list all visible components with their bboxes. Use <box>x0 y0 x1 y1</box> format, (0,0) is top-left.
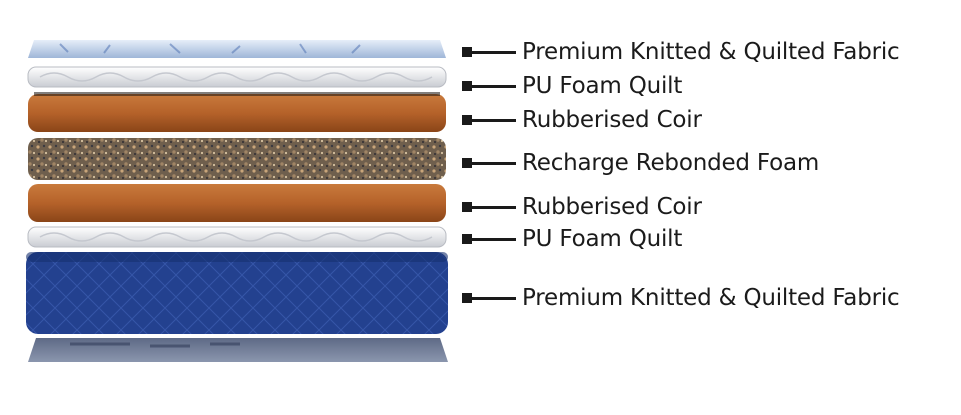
layer-coir-top <box>28 92 446 132</box>
callout-label: PU Foam Quilt <box>522 226 683 252</box>
layer-rebonded <box>28 138 446 180</box>
callout-pu-quilt-top: PU Foam Quilt <box>462 71 682 101</box>
callout-top-fabric: Premium Knitted & Quilted Fabric <box>462 37 900 67</box>
callout-pu-quilt-bottom: PU Foam Quilt <box>462 224 682 254</box>
callout-label: Rubberised Coir <box>522 194 702 220</box>
layer-bottom-fabric <box>26 252 448 362</box>
callout-coir-bottom: Rubberised Coir <box>462 192 702 222</box>
callout-label: Premium Knitted & Quilted Fabric <box>522 285 900 311</box>
callout-marker <box>462 234 472 244</box>
callout-line <box>472 237 516 241</box>
mattress-layers <box>26 40 448 362</box>
callout-line <box>472 50 516 54</box>
callout-label: Recharge Rebonded Foam <box>522 150 820 176</box>
layer-coir-bottom <box>28 184 446 222</box>
callout-label: Rubberised Coir <box>522 107 702 133</box>
callout-label: PU Foam Quilt <box>522 73 683 99</box>
callout-marker <box>462 293 472 303</box>
callout-line <box>472 205 516 209</box>
callout-line <box>472 84 516 88</box>
callout-marker <box>462 115 472 125</box>
callout-marker <box>462 47 472 57</box>
callout-label: Premium Knitted & Quilted Fabric <box>522 39 900 65</box>
callout-marker <box>462 202 472 212</box>
layer-pu-quilt-top <box>27 66 447 88</box>
callout-line <box>472 118 516 122</box>
callout-bottom-fabric: Premium Knitted & Quilted Fabric <box>462 283 900 313</box>
callout-line <box>472 161 516 165</box>
callout-marker <box>462 158 472 168</box>
callout-marker <box>462 81 472 91</box>
callout-line <box>472 296 516 300</box>
callout-coir-top: Rubberised Coir <box>462 105 702 135</box>
layer-top-fabric <box>28 40 446 58</box>
callout-rebonded: Recharge Rebonded Foam <box>462 148 819 178</box>
layer-pu-quilt-bottom <box>27 226 447 248</box>
